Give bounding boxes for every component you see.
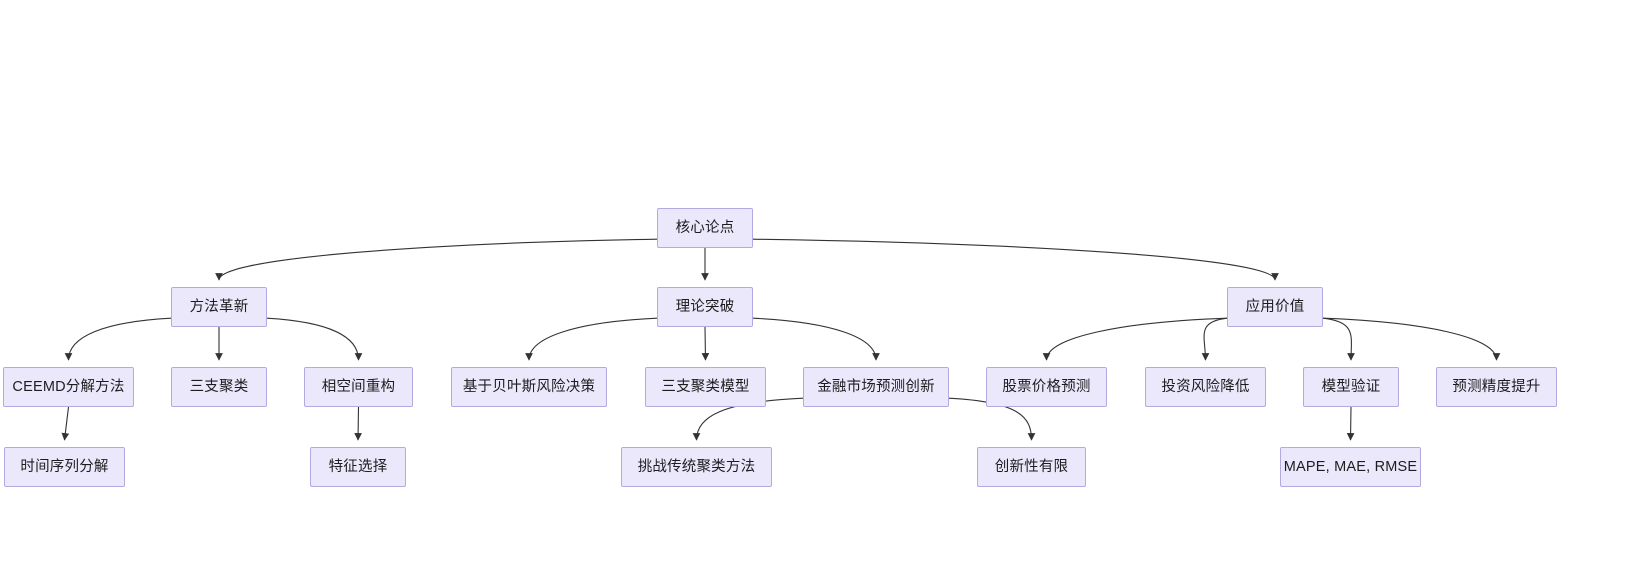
node-label: CEEMD分解方法 [12,378,125,395]
edge-validate-to-metrics [1346,406,1355,441]
node-label: 应用价值 [1245,298,1305,315]
node-label: 三支聚类模型 [661,378,750,395]
node-label: 方法革新 [189,298,249,315]
edge-method-to-ceemd [64,317,172,361]
node-twmodel[interactable]: 三支聚类模型 [645,367,766,407]
node-label: 模型验证 [1321,378,1381,395]
node-validate[interactable]: 模型验证 [1303,367,1399,407]
edge-value-to-risk [1201,317,1228,361]
node-label: 挑战传统聚类方法 [637,458,756,475]
edge-core-to-value [752,238,1279,281]
node-core[interactable]: 核心论点 [657,208,753,248]
edge-theory-to-twmodel [701,326,710,361]
node-finance[interactable]: 金融市场预测创新 [803,367,949,407]
node-method[interactable]: 方法革新 [171,287,267,327]
edge-value-to-validate [1322,317,1355,361]
node-label: 投资风险降低 [1161,378,1250,395]
edge-method-to-phase [266,317,363,361]
node-label: 股票价格预测 [1002,378,1091,395]
node-tsdecomp[interactable]: 时间序列分解 [4,447,125,487]
edge-theory-to-bayes [525,317,658,361]
node-label: 创新性有限 [994,458,1069,475]
node-stock[interactable]: 股票价格预测 [986,367,1107,407]
edge-core-to-method [215,238,658,281]
edge-value-to-stock [1042,317,1228,361]
node-label: 理论突破 [675,298,735,315]
node-ceemd[interactable]: CEEMD分解方法 [3,367,134,407]
node-value[interactable]: 应用价值 [1227,287,1323,327]
node-phase[interactable]: 相空间重构 [304,367,413,407]
edge-ceemd-to-tsdecomp [61,406,70,441]
node-label: 基于贝叶斯风险决策 [462,378,596,395]
node-accuracy[interactable]: 预测精度提升 [1436,367,1557,407]
node-label: 金融市场预测创新 [817,378,935,395]
node-threeway[interactable]: 三支聚类 [171,367,267,407]
edge-value-to-accuracy [1322,317,1501,361]
node-label: 时间序列分解 [20,458,109,475]
node-limited[interactable]: 创新性有限 [977,447,1086,487]
node-label: 预测精度提升 [1452,378,1541,395]
node-label: 三支聚类 [189,378,249,395]
node-feature[interactable]: 特征选择 [310,447,406,487]
edge-theory-to-finance [752,317,880,361]
node-label: 相空间重构 [321,378,396,395]
node-metrics[interactable]: MAPE, MAE, RMSE [1280,447,1421,487]
node-risk[interactable]: 投资风险降低 [1145,367,1266,407]
node-bayes[interactable]: 基于贝叶斯风险决策 [451,367,607,407]
node-label: 特征选择 [328,458,388,475]
node-label: MAPE, MAE, RMSE [1283,458,1418,475]
node-theory[interactable]: 理论突破 [657,287,753,327]
edge-phase-to-feature [354,406,362,441]
node-challenge[interactable]: 挑战传统聚类方法 [621,447,772,487]
node-label: 核心论点 [675,219,735,236]
